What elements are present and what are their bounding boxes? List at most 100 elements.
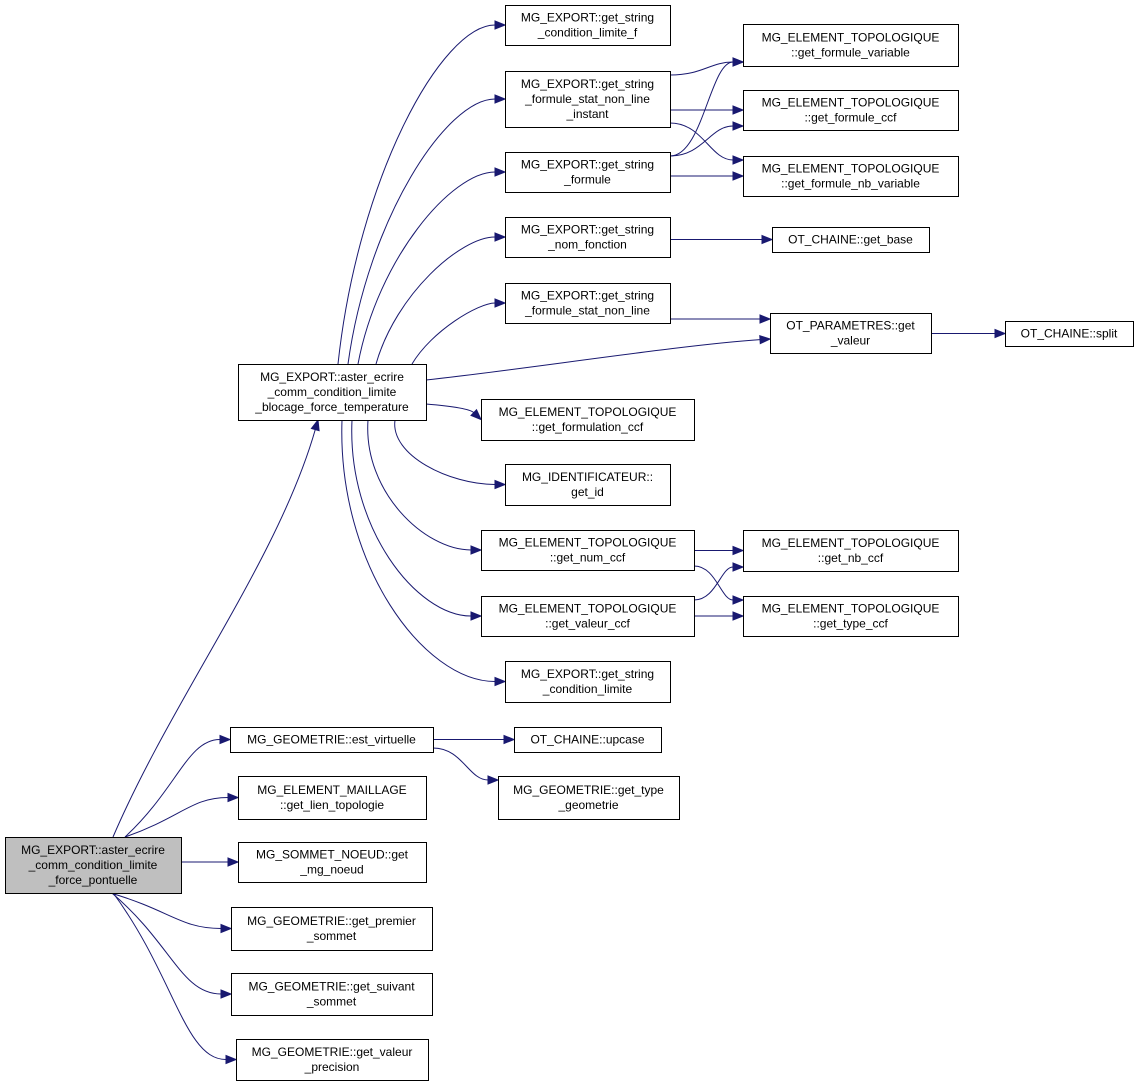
node-label-line: ::get_valeur_ccf [545,617,630,631]
node-label-line: ::get_formule_nb_variable [781,177,920,191]
node-precision[interactable]: MG_GEOMETRIE::get_valeur_precision [236,1039,429,1081]
node-type_geom[interactable]: MG_GEOMETRIE::get_type_geometrie [498,776,680,820]
node-label-line: MG_ELEMENT_TOPOLOGIQUE [762,96,940,110]
node-formulation_ccf[interactable]: MG_ELEMENT_TOPOLOGIQUE::get_formulation_… [481,399,695,441]
node-label-line: _nom_fonction [547,238,627,252]
node-box [505,464,671,506]
node-label-line: ::get_lien_topologie [280,798,384,812]
node-box [514,727,662,753]
node-blocage[interactable]: MG_EXPORT::aster_ecrire_comm_condition_l… [238,364,427,421]
node-num_ccf[interactable]: MG_ELEMENT_TOPOLOGIQUE::get_num_ccf [481,530,695,571]
edge-root-to-lien_topo [124,792,240,838]
node-label-line: MG_ELEMENT_TOPOLOGIQUE [762,536,940,550]
node-type_ccf[interactable]: MG_ELEMENT_TOPOLOGIQUE::get_type_ccf [743,596,959,637]
edge-form_stat-to-param_valeur [669,314,772,324]
node-formule[interactable]: MG_EXPORT::get_string_formule [505,152,671,193]
node-label-line: OT_CHAINE::split [1021,327,1118,341]
node-box [236,1039,429,1081]
edge-line [111,892,222,995]
node-label-line: MG_ELEMENT_TOPOLOGIQUE [762,31,940,45]
node-box [743,24,959,67]
nodes-layer: MG_EXPORT::aster_ecrire_comm_condition_l… [5,5,1134,1081]
arrowhead-icon [487,775,500,785]
node-form_stat[interactable]: MG_EXPORT::get_string_formule_stat_non_l… [505,283,671,324]
node-label-line: MG_IDENTIFICATEUR:: [522,470,653,484]
node-nb_ccf[interactable]: MG_ELEMENT_TOPOLOGIQUE::get_nb_ccf [743,530,959,572]
node-mg_noeud[interactable]: MG_SOMMET_NOEUD::get_mg_noeud [238,842,427,883]
edge-line [110,892,222,929]
arrowhead-icon [310,418,320,432]
arrowhead-icon [759,314,772,324]
node-label-line: MG_SOMMET_NOEUD::get [256,848,409,862]
node-root[interactable]: MG_EXPORT::aster_ecrire_comm_condition_l… [5,837,182,894]
node-label-line: _condition_limite [542,682,633,696]
node-get_id[interactable]: MG_IDENTIFICATEUR::get_id [505,464,671,506]
arrowhead-icon [732,595,745,605]
edge-blocage-to-valeur_ccf [351,419,483,621]
node-label-line: ::get_formule_ccf [804,111,897,125]
edge-line [669,122,734,161]
node-suivant[interactable]: MG_GEOMETRIE::get_suivant_sommet [231,973,433,1016]
node-nom_fonction[interactable]: MG_EXPORT::get_string_nom_fonction [505,217,671,258]
arrowhead-icon [994,328,1007,339]
node-label-line: _force_pontuelle [48,873,138,887]
edge-valeur_ccf-to-nb_ccf [693,562,745,601]
edge-root-to-premier [110,892,233,934]
arrowhead-icon [503,734,516,745]
node-get_form_ccf[interactable]: MG_ELEMENT_TOPOLOGIQUE::get_formule_ccf [743,90,959,131]
node-label-line: _comm_condition_limite [267,385,397,399]
node-get_form_var[interactable]: MG_ELEMENT_TOPOLOGIQUE::get_formule_vari… [743,24,959,67]
node-box [505,152,671,193]
edge-line [425,403,475,414]
node-label-line: MG_EXPORT::get_string [521,77,654,91]
node-label-line: MG_GEOMETRIE::get_suivant [248,980,415,994]
node-premier[interactable]: MG_GEOMETRIE::get_premier_sommet [231,907,433,951]
node-label-line: _sommet [306,995,357,1009]
node-label-line: OT_PARAMETRES::get [786,319,915,333]
node-get_form_nb[interactable]: MG_ELEMENT_TOPOLOGIQUE::get_formule_nb_v… [743,156,959,197]
edge-valeur_ccf-to-type_ccf [693,611,745,621]
edge-root-to-mg_noeud [181,857,240,867]
node-box [238,364,427,421]
arrowhead-icon [220,989,233,999]
node-label-line: MG_EXPORT::aster_ecrire [21,843,165,857]
node-label-line: _valeur [830,334,870,348]
node-lien_topo[interactable]: MG_ELEMENT_MAILLAGE::get_lien_topologie [238,776,427,820]
node-label-line: ::get_nb_ccf [818,551,884,565]
edge-line [341,419,496,682]
node-label-line: MG_GEOMETRIE::est_virtuelle [247,733,416,747]
edge-line [124,797,229,838]
edge-line [669,61,734,157]
node-label-line: MG_EXPORT::get_string [521,667,654,681]
edge-root-to-blocage [112,418,320,838]
edge-line [394,419,496,485]
node-upcase[interactable]: OT_CHAINE::upcase [514,727,662,753]
arrowhead-icon [732,57,745,67]
node-est_virtuelle[interactable]: MG_GEOMETRIE::est_virtuelle [230,727,434,753]
node-form_stat_inst[interactable]: MG_EXPORT::get_string_formule_stat_non_l… [505,71,671,128]
edge-line [693,566,734,601]
node-label-line: MG_EXPORT::get_string [521,11,654,25]
node-label-line: MG_EXPORT::aster_ecrire [260,370,404,384]
node-label-line: OT_CHAINE::upcase [530,733,644,747]
arrowhead-icon [494,20,507,30]
edge-blocage-to-get_id [394,419,507,490]
arrowhead-icon [494,676,507,687]
node-split[interactable]: OT_CHAINE::split [1005,321,1134,347]
node-valeur_ccf[interactable]: MG_ELEMENT_TOPOLOGIQUE::get_valeur_ccf [481,596,695,637]
edge-line [375,236,496,365]
edge-blocage-to-form_stat_inst [347,94,507,365]
arrowhead-icon [732,545,745,556]
node-param_valeur[interactable]: OT_PARAMETRES::get_valeur [770,313,932,354]
node-box [238,842,427,883]
node-box [743,596,959,637]
node-label-line: OT_CHAINE::get_base [788,233,913,247]
node-cond_lim[interactable]: MG_EXPORT::get_string_condition_limite [505,661,671,703]
node-cond_lim_f[interactable]: MG_EXPORT::get_string_condition_limite_f [505,5,671,46]
node-get_base[interactable]: OT_CHAINE::get_base [772,227,930,253]
arrowhead-icon [227,792,240,803]
arrowhead-icon [732,611,745,621]
node-label-line: MG_EXPORT::get_string [521,289,654,303]
edge-line [693,565,734,601]
